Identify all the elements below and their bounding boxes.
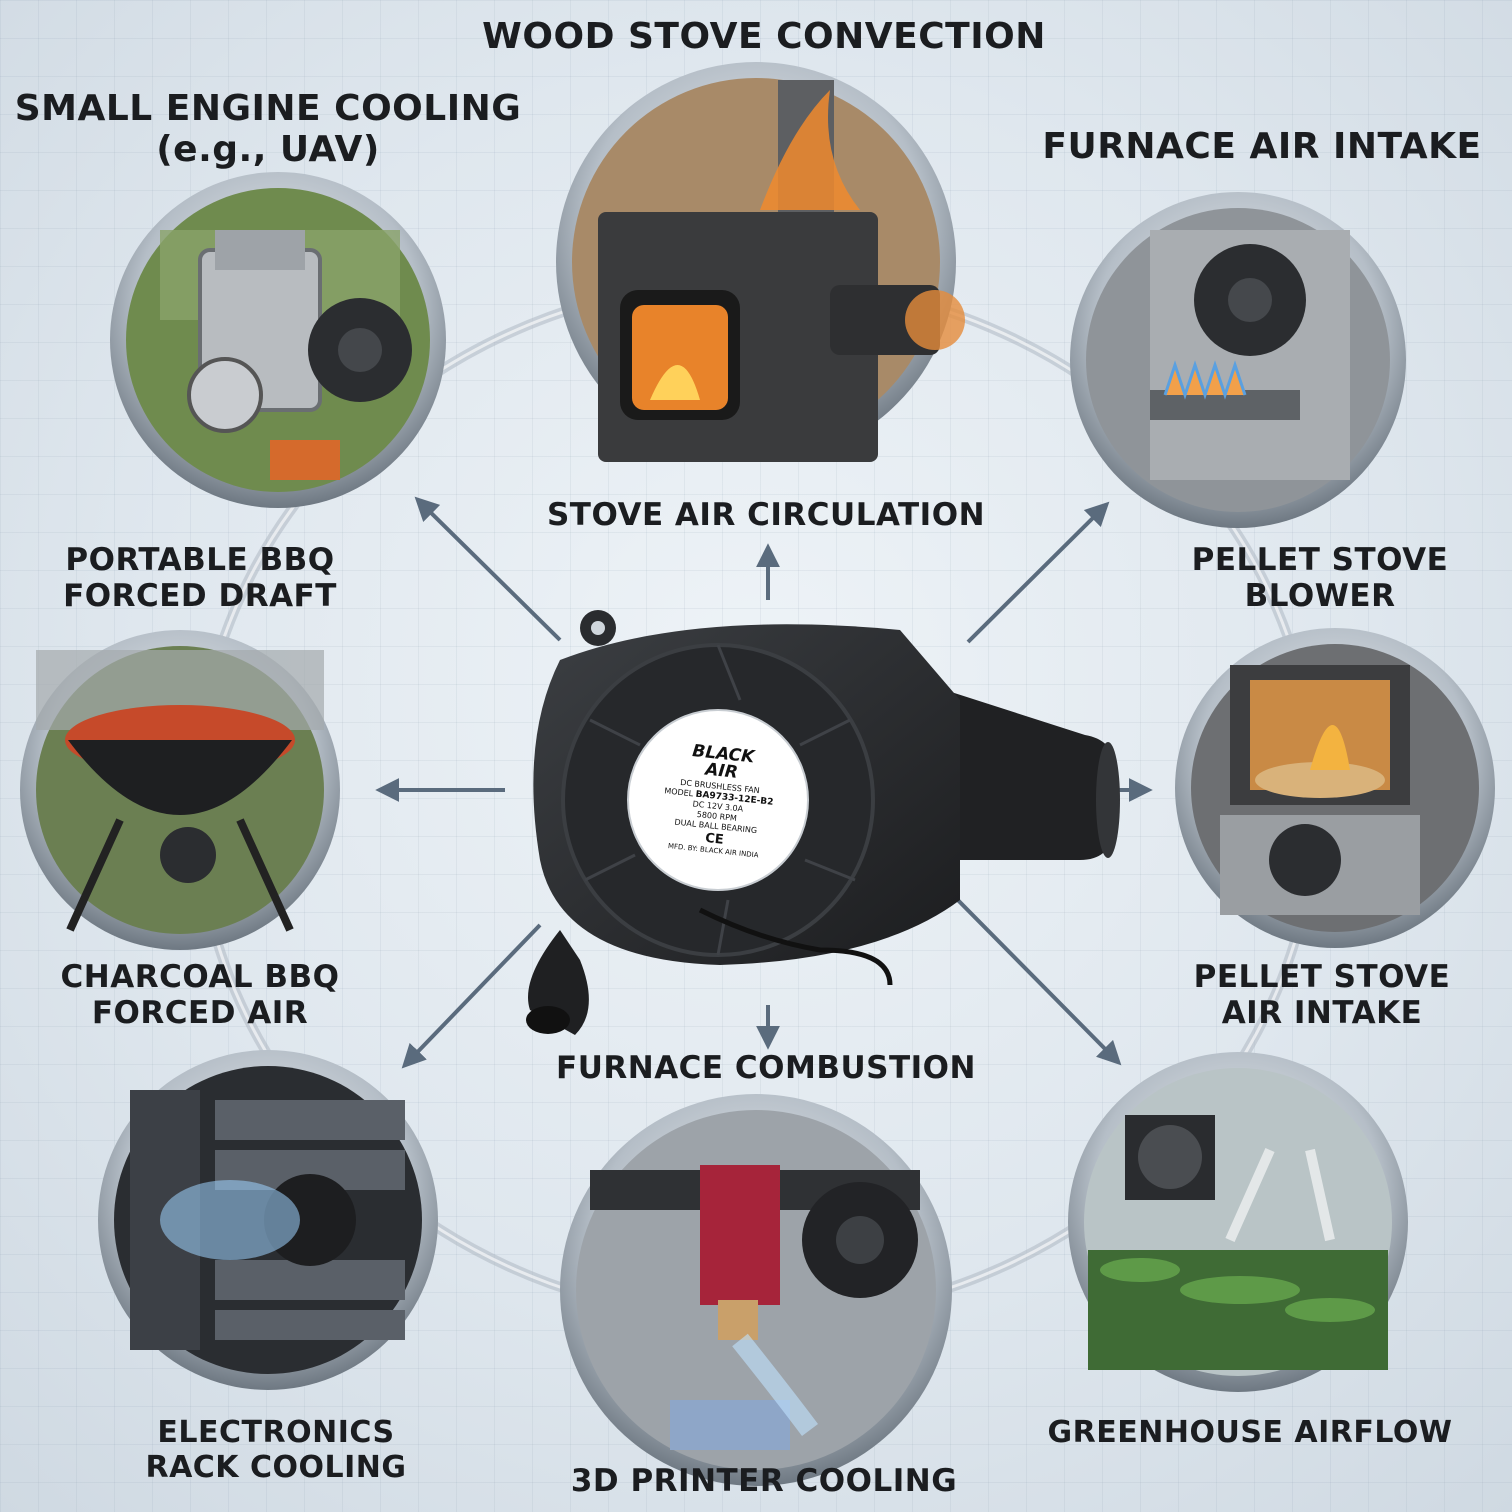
medallion-small-engine bbox=[110, 172, 446, 508]
label-electronics-rack: ELECTRONICS RACK COOLING bbox=[145, 1415, 407, 1485]
label-3d-printer-cooling: 3D PRINTER COOLING bbox=[570, 1463, 958, 1499]
label-greenhouse-airflow: GREENHOUSE AIRFLOW bbox=[1047, 1415, 1453, 1450]
medallion-3d-printer bbox=[560, 1094, 952, 1486]
arrows bbox=[375, 496, 1153, 1069]
fan-hub-label bbox=[627, 709, 809, 891]
arrow-down-left bbox=[401, 923, 542, 1069]
label-furnace-combustion: FURNACE COMBUSTION bbox=[556, 1050, 976, 1086]
label-pellet-stove-blower: PELLET STOVE BLOWER bbox=[1191, 542, 1449, 614]
arrow-up-left bbox=[414, 496, 562, 642]
medallion-pellet-blower bbox=[1175, 628, 1495, 948]
label-stove-air-circulation: STOVE AIR CIRCULATION bbox=[546, 497, 986, 533]
fan-sticker: BLACK AIR DC BRUSHLESS FAN MODEL BA9733-… bbox=[632, 732, 805, 878]
label-small-engine-line2: (e.g., UAV) bbox=[156, 129, 380, 171]
medallion-charcoal-bbq bbox=[20, 630, 340, 950]
arrow-up-right bbox=[966, 501, 1110, 644]
medallion-wood-stove bbox=[556, 62, 965, 462]
medallion-furnace-intake bbox=[1070, 192, 1406, 528]
medallion-greenhouse bbox=[1068, 1052, 1408, 1392]
label-small-engine-line1: SMALL ENGINE COOLING bbox=[14, 88, 522, 129]
label-wood-stove-convection: WOOD STOVE CONVECTION bbox=[482, 16, 1046, 57]
label-small-engine-cooling: SMALL ENGINE COOLING (e.g., UAV) bbox=[15, 88, 522, 171]
label-portable-bbq: PORTABLE BBQ FORCED DRAFT bbox=[63, 542, 337, 614]
label-furnace-air-intake: FURNACE AIR INTAKE bbox=[1042, 126, 1482, 167]
medallion-electronics-rack bbox=[98, 1050, 438, 1390]
arrow-down-right bbox=[938, 880, 1122, 1066]
label-pellet-stove-intake: PELLET STOVE AIR INTAKE bbox=[1193, 959, 1451, 1031]
central-blower-fan bbox=[526, 610, 1120, 1035]
label-charcoal-bbq: CHARCOAL BBQ FORCED AIR bbox=[60, 959, 340, 1031]
